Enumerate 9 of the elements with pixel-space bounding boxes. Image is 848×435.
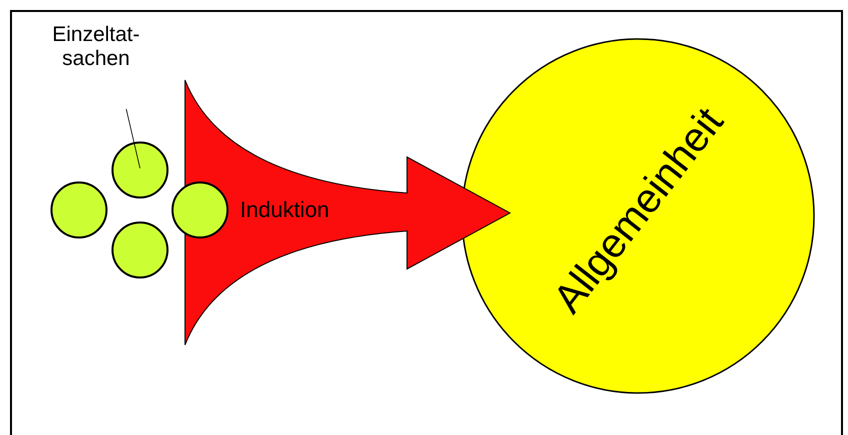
induction-arrow-shape: [185, 80, 511, 346]
callout-text: Einzeltat- sachen: [51, 23, 141, 71]
small-circle: [111, 141, 169, 199]
leader-line: [126, 108, 140, 169]
arrow-label: Induktion: [240, 197, 330, 223]
small-circle: [111, 221, 169, 279]
large-circle: [461, 38, 815, 394]
small-circle: [50, 181, 108, 239]
small-circle: [171, 181, 229, 239]
